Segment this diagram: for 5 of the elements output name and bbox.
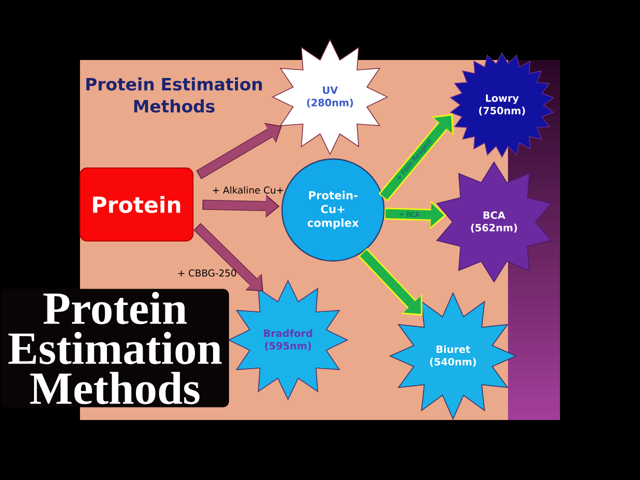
- edge-label: + Alkaline Cu+: [212, 186, 284, 194]
- caption: Protein Estimation Methods: [1, 288, 229, 408]
- title: Protein Estimation Methods: [86, 77, 262, 113]
- rounded-box: Protein: [80, 168, 194, 242]
- edge-label: + CBBG-250: [178, 269, 236, 277]
